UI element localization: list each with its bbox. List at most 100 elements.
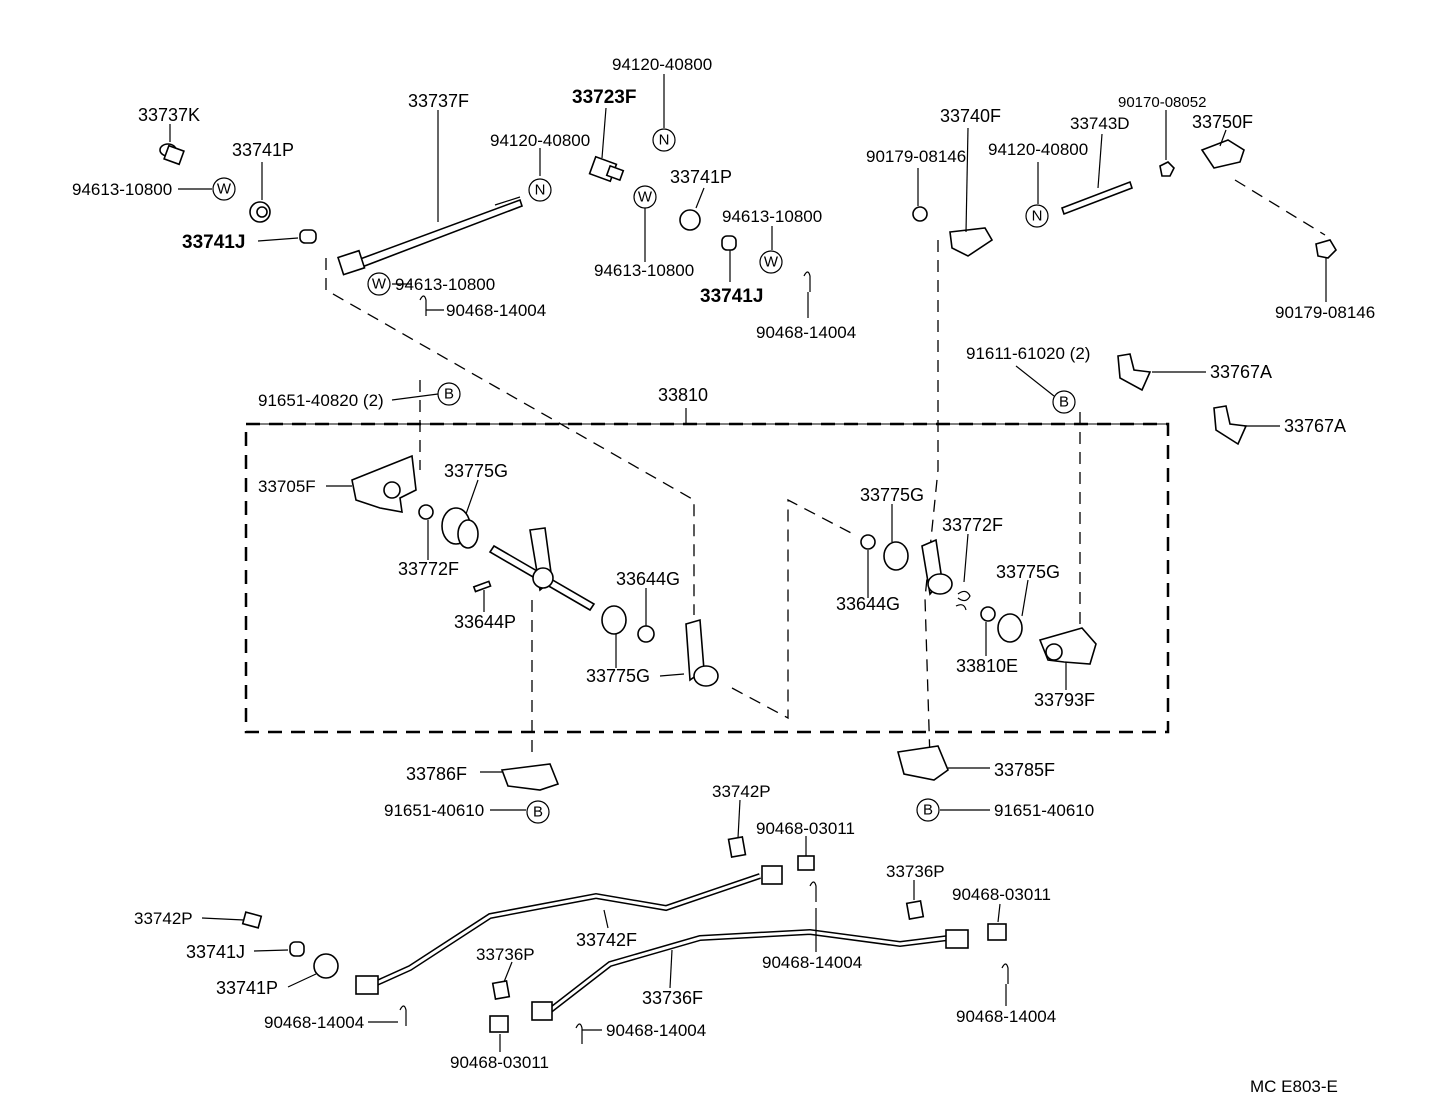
label-33741P-a: 33741P (232, 140, 294, 160)
part-33736F (531, 928, 969, 1021)
label-33775G-b: 33775G (586, 666, 650, 686)
symbol-nut-2: N (652, 128, 676, 152)
part-33772F-left (418, 504, 434, 520)
part-33775G-left-bottom (601, 605, 627, 635)
part-90179-08146-right (1315, 239, 1338, 259)
part-33750F (1200, 139, 1245, 169)
part-33785F (896, 745, 949, 781)
label-33741J-b: 33741J (700, 286, 763, 307)
svg-text:B: B (1059, 394, 1069, 411)
svg-text:N: N (535, 182, 546, 199)
label-90468-f: 90468-14004 (264, 1013, 364, 1032)
part-33775G-left-top (441, 507, 479, 549)
label-94120-a: 94120-40800 (490, 131, 590, 150)
part-shaft-center (488, 527, 596, 612)
label-91651-a: 91651-40820 (2) (258, 391, 384, 410)
label-33736F: 33736F (642, 988, 703, 1008)
part-90468-03011-bottom (489, 1015, 509, 1033)
part-33741J-top-left (299, 229, 317, 244)
part-33644G-left (637, 625, 655, 643)
part-33705F (351, 454, 417, 513)
label-33786F: 33786F (406, 764, 467, 784)
part-33775G-right-bottom (997, 613, 1023, 643)
symbol-bolt-4: B (916, 798, 940, 822)
label-33705F: 33705F (258, 477, 316, 496)
label-90179-b: 90179-08146 (1275, 303, 1375, 322)
label-91611: 91611-61020 (2) (966, 344, 1090, 363)
footer-code: MC E803-E (1250, 1077, 1338, 1096)
part-90468-03011-right (987, 923, 1007, 941)
symbol-bolt-1: B (1052, 390, 1076, 414)
label-33737K: 33737K (138, 105, 200, 125)
label-33736P-b: 33736P (476, 945, 535, 964)
label-33736P-a: 33736P (886, 862, 945, 881)
label-91651-b: 91651-40610 (384, 801, 484, 820)
label-90468-e: 90468-14004 (762, 953, 862, 972)
label-33775G-c: 33775G (860, 485, 924, 505)
part-33736P-right (905, 899, 925, 921)
label-33644P: 33644P (454, 612, 516, 632)
symbol-washer-2: W (367, 272, 391, 296)
label-90468-c: 90468-03011 (756, 819, 855, 838)
label-90468-b: 90468-14004 (756, 323, 856, 342)
part-33775G-right-top (883, 541, 909, 571)
label-33741J-c: 33741J (186, 942, 245, 962)
label-33742P-a: 33742P (712, 782, 771, 801)
symbol-washer-4: W (759, 250, 783, 274)
label-94613-d: 94613-10800 (722, 207, 822, 226)
part-33767A-upper (1117, 353, 1152, 392)
part-33793F (1038, 627, 1097, 665)
part-33741J-bottom (289, 941, 305, 957)
label-33810E: 33810E (956, 656, 1018, 676)
label-94120-c: 94120-40800 (988, 140, 1088, 159)
symbol-nut-1: N (528, 178, 552, 202)
label-94120-b: 94120-40800 (612, 55, 712, 74)
part-lever-left (685, 618, 719, 687)
part-33767A-lower (1213, 405, 1248, 446)
part-33736P-left (491, 979, 511, 1001)
part-33737F (337, 196, 524, 276)
svg-text:B: B (533, 804, 543, 821)
label-33741P-b: 33741P (670, 167, 732, 187)
part-33737K (159, 143, 185, 166)
part-33741P-top-left (249, 201, 271, 223)
label-33644G-b: 33644G (836, 594, 900, 614)
part-33741P-top-mid (679, 209, 701, 231)
part-33740F (912, 206, 994, 257)
part-33742P-top (727, 835, 747, 859)
part-33723F (588, 155, 625, 183)
svg-text:W: W (764, 254, 779, 271)
label-90468-d: 90468-03011 (952, 885, 1051, 904)
label-33772F-b: 33772F (942, 515, 1003, 535)
part-90468-03011-top (797, 855, 815, 871)
svg-text:B: B (444, 386, 454, 403)
symbol-bolt-2: B (437, 382, 461, 406)
part-33742P-left (241, 911, 263, 929)
part-33786F (500, 763, 560, 791)
label-33741P-c: 33741P (216, 978, 278, 998)
symbol-washer-1: W (212, 177, 236, 201)
part-33644G-right (860, 534, 876, 550)
label-33767A-b: 33767A (1284, 416, 1346, 436)
label-33750F: 33750F (1192, 112, 1253, 132)
label-94613-b: 94613-10800 (395, 275, 495, 294)
leader-lines (169, 74, 1327, 1052)
part-90170-08052 (1159, 161, 1175, 177)
svg-text:N: N (1032, 208, 1043, 225)
label-33785F: 33785F (994, 760, 1055, 780)
svg-text:W: W (638, 189, 653, 206)
label-33810: 33810 (658, 385, 708, 405)
label-33737F: 33737F (408, 91, 469, 111)
part-33810E (980, 606, 996, 622)
label-33772F-a: 33772F (398, 559, 459, 579)
label-90468-a: 90468-14004 (446, 301, 546, 320)
part-lever-right (921, 538, 953, 596)
label-90179-a: 90179-08146 (866, 147, 966, 166)
label-90468-i: 90468-03011 (450, 1053, 549, 1072)
label-33723F: 33723F (572, 87, 636, 108)
part-33741J-top-mid (721, 235, 737, 251)
part-33644P (472, 580, 492, 593)
part-33741P-bottom (313, 953, 339, 979)
symbol-nut-3: N (1025, 204, 1049, 228)
